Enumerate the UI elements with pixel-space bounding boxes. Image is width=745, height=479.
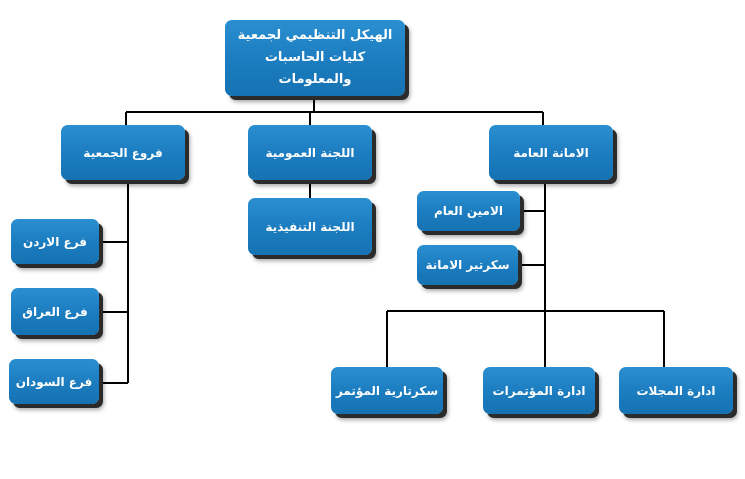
branch-sudan-box: فرع السودان (9, 359, 99, 404)
root-box: الهيكل التنظيمي لجمعية كليات الحاسبات وا… (225, 20, 405, 96)
secretary-box: سكرتير الامانة (417, 245, 518, 285)
branch-iraq-label: فرع العراق (22, 304, 88, 319)
general-committee-label: اللجنة العمومية (265, 145, 355, 160)
branch-iraq-box: فرع العراق (11, 288, 99, 335)
secretary-label: سكرتير الامانة (425, 258, 510, 272)
branches-label: فروع الجمعية (83, 145, 163, 160)
branch-sudan-label: فرع السودان (15, 374, 93, 389)
journals-management-label: ادارة المجلات (636, 383, 716, 398)
conference-management-box: ادارة المؤتمرات (483, 367, 595, 414)
root-title-line2: كليات الحاسبات والمعلومات (264, 50, 366, 87)
executive-committee-box: اللجنة التنفيذية (248, 198, 372, 255)
general-secretariat-label: الامانة العامة (513, 145, 589, 160)
secretary-general-label: الامين العام (433, 204, 504, 218)
journals-management-box: ادارة المجلات (619, 367, 733, 414)
branch-jordan-label: فرع الاردن (22, 234, 88, 249)
branches-box: فروع الجمعية (61, 125, 185, 180)
executive-committee-label: اللجنة التنفيذية (265, 219, 355, 234)
secretary-general-box: الامين العام (417, 191, 520, 231)
conference-secretariat-box: سكرتارية المؤتمر (331, 367, 443, 414)
general-secretariat-box: الامانة العامة (489, 125, 613, 180)
root-title-line1: الهيكل التنظيمي لجمعية (237, 28, 393, 43)
general-committee-box: اللجنة العمومية (248, 125, 372, 180)
branch-jordan-box: فرع الاردن (11, 219, 99, 264)
conference-secretariat-label: سكرتارية المؤتمر (335, 383, 439, 398)
conference-management-label: ادارة المؤتمرات (492, 383, 586, 398)
